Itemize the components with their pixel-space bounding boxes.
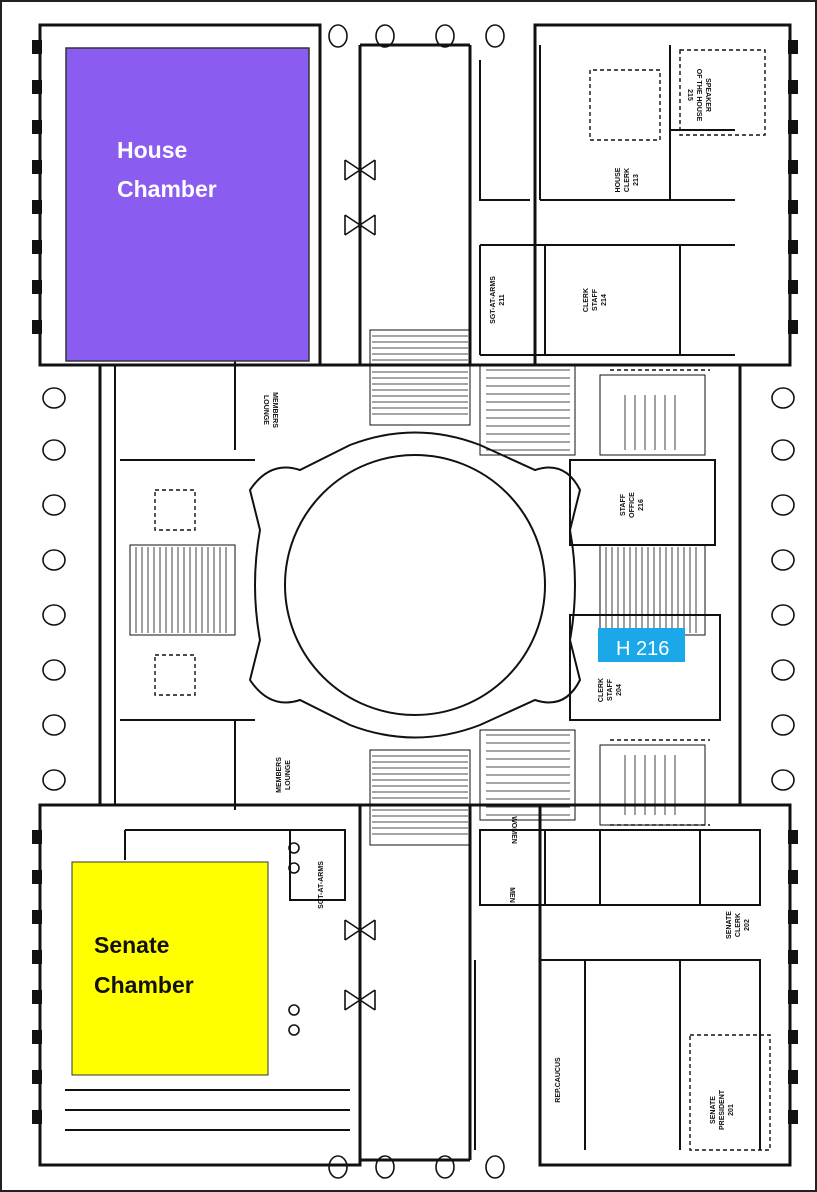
room-label-line: SENATE	[726, 911, 733, 939]
room-label-line: WOMEN	[510, 816, 517, 844]
door-symbols	[344, 159, 376, 1011]
room-label-rep-caucus: REP.CAUCUS	[555, 1057, 562, 1103]
room-label-members-lounge-north: MEMBERSLOUNGE	[262, 392, 278, 428]
room-label-line: 214	[601, 294, 608, 306]
room-label-line: HOUSE	[615, 167, 622, 192]
room-label-sgt-at-arms-south: SGT-AT-ARMS	[318, 861, 325, 909]
room-label-line: OF THE HOUSE	[695, 69, 702, 122]
room-label-line: 204	[616, 684, 623, 696]
room-label-line: 216	[638, 499, 645, 511]
room-label-line: REP.CAUCUS	[555, 1057, 562, 1103]
wall-pilasters	[32, 40, 798, 1124]
senate-chamber-label-line1: Senate	[94, 932, 169, 958]
room-h216-highlight[interactable]	[598, 628, 685, 662]
house-chamber-label-line2: Chamber	[117, 176, 217, 202]
room-label-line: STAFF	[620, 493, 627, 516]
dashed-partitions	[154, 49, 771, 1151]
room-label-line: 213	[633, 174, 640, 186]
room-label-line: CLERK	[583, 288, 590, 312]
house-chamber-area[interactable]	[65, 47, 310, 362]
senate-chamber-area[interactable]	[71, 861, 269, 1076]
stairs	[129, 329, 706, 846]
room-label-line: LOUNGE	[285, 760, 292, 790]
room-label-line: MEN	[508, 887, 515, 903]
room-label-line: CLERK	[598, 678, 605, 702]
room-label-line: 215	[686, 89, 693, 101]
stair-treads	[135, 335, 697, 835]
room-label-line: 211	[499, 294, 506, 305]
room-label-line: OFFICE	[629, 492, 636, 518]
senate-chamber-label-line2: Chamber	[94, 972, 194, 998]
room-label-line: SPEAKER	[704, 78, 711, 112]
room-label-line: STAFF	[607, 678, 614, 701]
room-label-line: MEMBERS	[276, 757, 283, 793]
room-label-line: LOUNGE	[262, 395, 269, 425]
room-label-line: 202	[744, 919, 751, 931]
house-chamber-label-line1: House	[117, 137, 187, 163]
room-label-line: CLERK	[624, 168, 631, 192]
room-label-line: PRESIDENT	[719, 1089, 726, 1130]
room-label-line: MEMBERS	[271, 392, 278, 428]
room-label-women: WOMEN	[510, 816, 517, 844]
room-h216-label: H 216	[616, 638, 669, 660]
room-label-men: MEN	[508, 887, 515, 903]
room-label-line: STAFF	[592, 288, 599, 311]
room-label-line: SENATE	[710, 1096, 717, 1124]
rotunda	[248, 431, 582, 739]
columns	[42, 24, 795, 1179]
room-label-line: 201	[728, 1104, 735, 1116]
room-label-speaker: SPEAKEROF THE HOUSE215	[686, 69, 711, 122]
interior-walls	[65, 45, 761, 1150]
room-label-line: SGT-AT-ARMS	[490, 276, 497, 324]
room-label-line: CLERK	[735, 913, 742, 937]
room-label-line: SGT-AT-ARMS	[318, 861, 325, 909]
